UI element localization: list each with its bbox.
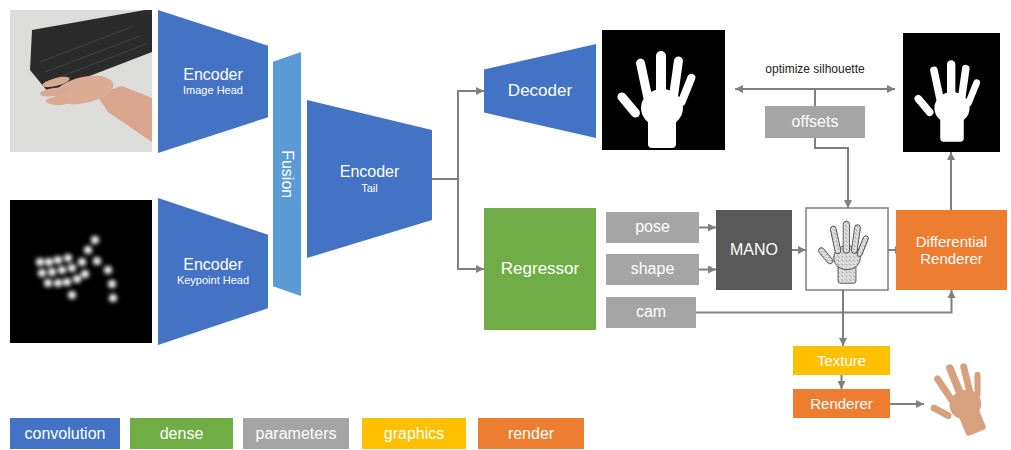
flow-arrow	[699, 227, 716, 229]
node-title: shape	[631, 260, 675, 278]
encoder-block: EncoderImage Head	[158, 10, 268, 153]
flow-arrow	[699, 269, 716, 271]
text-block: EncoderImage Head	[158, 10, 268, 153]
silhouette-prediction	[602, 30, 725, 150]
decoder-block: Decoder	[484, 44, 596, 138]
text-block: EncoderKeypoint Head	[158, 198, 268, 345]
decoder-block-fill	[484, 44, 596, 138]
node-title: pose	[635, 218, 670, 236]
model-box: MANO	[716, 210, 792, 290]
flow-arrow	[432, 91, 484, 179]
node-subtitle: Tail	[361, 182, 378, 195]
text-block: Regressor	[484, 208, 596, 330]
legend-swatch: dense	[130, 418, 233, 449]
text-block: offsets	[765, 106, 865, 138]
node-title: Renderer	[810, 395, 873, 412]
encoder-block: EncoderKeypoint Head	[158, 198, 268, 345]
text-block: shape	[606, 254, 699, 285]
graphics-box: Texture	[793, 346, 890, 375]
render-box: Renderer	[793, 389, 890, 418]
legend-text: convolution	[25, 425, 106, 443]
text-block: MANO	[716, 210, 792, 290]
legend-swatch: convolution	[10, 418, 120, 449]
text-block: cam	[606, 297, 696, 328]
parameter-box: pose	[606, 212, 699, 243]
node-title: cam	[636, 303, 666, 321]
rendered-hand	[916, 354, 1001, 445]
text-block: Decoder	[484, 44, 596, 138]
node-title: Encoder	[183, 256, 243, 274]
render-box: Differential Renderer	[896, 210, 1007, 290]
node-title: Fusion	[278, 150, 296, 198]
legend-swatch: parameters	[243, 418, 349, 449]
node-title: Texture	[817, 352, 866, 369]
encoder-block-fill	[307, 100, 432, 258]
encoder-block: EncoderTail	[307, 100, 432, 258]
text-block: pose	[606, 212, 699, 243]
legend-text: graphics	[384, 425, 444, 443]
encoder-block-fill	[158, 198, 268, 345]
node-title: Differential Renderer	[901, 233, 1002, 268]
node-subtitle: Keypoint Head	[177, 274, 249, 287]
flow-arrow	[696, 290, 952, 313]
fusion-bar-fill	[273, 52, 301, 296]
legend-text: parameters	[256, 425, 337, 443]
dense-box: Regressor	[484, 208, 596, 330]
legend-swatch: render	[478, 418, 584, 449]
node-title: Encoder	[340, 163, 400, 181]
input-photo	[10, 10, 152, 152]
parameter-box: shape	[606, 254, 699, 285]
node-title: Decoder	[508, 81, 572, 101]
text-block: EncoderTail	[307, 100, 432, 258]
text-block: Texture	[793, 346, 890, 375]
text-block: Fusion	[273, 52, 301, 296]
keypoint-heatmap	[10, 200, 152, 343]
legend-swatch: graphics	[362, 418, 466, 449]
parameter-box: offsets	[765, 106, 865, 138]
fusion-bar: Fusion	[273, 52, 301, 296]
encoder-block-fill	[158, 10, 268, 153]
flow-arrow	[841, 375, 843, 389]
parameter-box: cam	[606, 297, 696, 328]
node-title: MANO	[730, 241, 778, 259]
legend-text: render	[508, 425, 554, 443]
text-block: Renderer	[793, 389, 890, 418]
node-subtitle: Image Head	[183, 84, 243, 97]
node-title: offsets	[792, 113, 839, 131]
text-block: Differential Renderer	[896, 210, 1007, 290]
legend-text: dense	[160, 425, 204, 443]
hand-mesh	[806, 208, 888, 290]
flow-arrow	[432, 179, 484, 269]
node-title: Encoder	[183, 66, 243, 84]
node-title: Regressor	[501, 259, 579, 279]
silhouette-render	[903, 33, 1000, 152]
annotation-label: optimize silhouette	[762, 62, 867, 76]
